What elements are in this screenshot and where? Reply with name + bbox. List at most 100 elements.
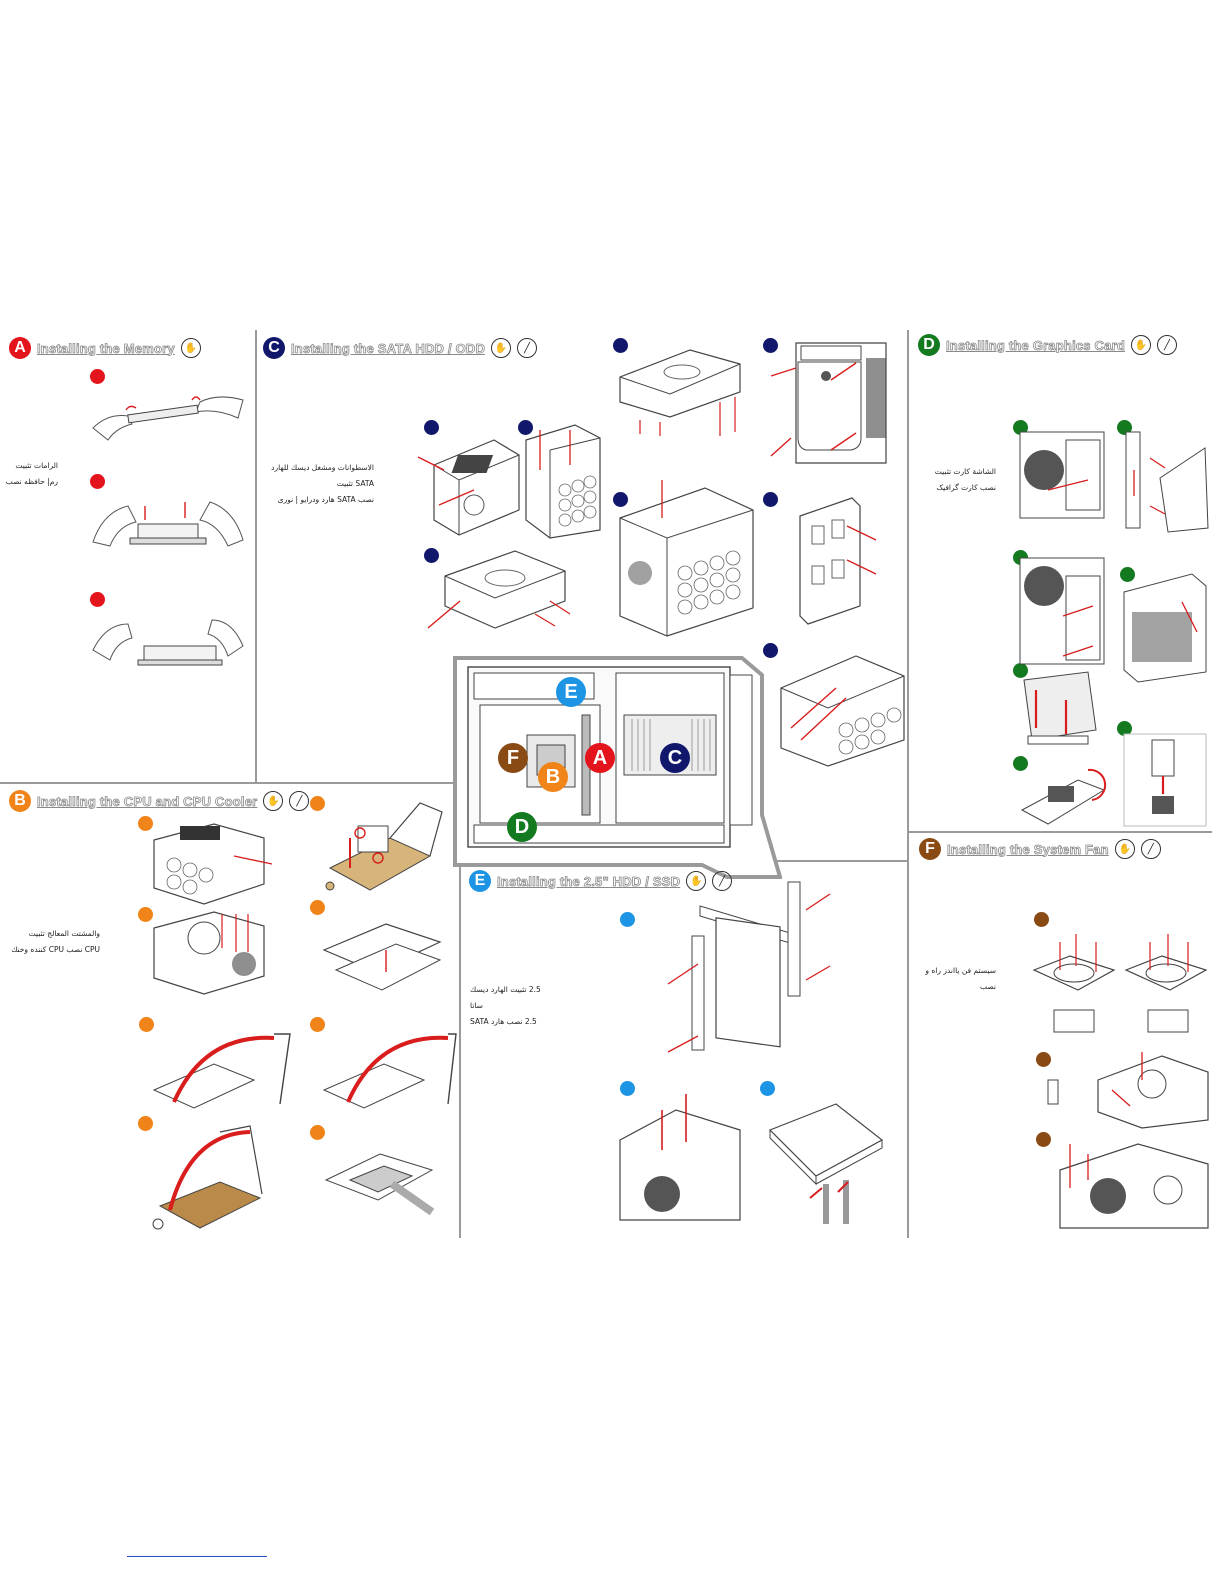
arabic-line: رم| حافظه نصب	[5, 477, 58, 486]
section-d-badge: D	[918, 334, 940, 356]
section-d-arabic: الشاشة كارت تثبيت نصب كارت گرافیک	[914, 464, 996, 496]
arabic-line: 2.5 نصب هارد SATA	[470, 1017, 537, 1026]
step-marker-d7	[1013, 756, 1028, 771]
bracket-screws-illustration	[1125, 431, 1209, 533]
ssd-cable-illustration	[768, 1103, 884, 1224]
hand-tool-icon: ✋	[1114, 839, 1135, 859]
arabic-line: الرامات تثبيت	[15, 461, 58, 470]
cpu-insert-illustration	[152, 1125, 263, 1230]
side-rail-illustration	[799, 497, 877, 625]
footer-link-underline	[127, 1556, 267, 1557]
divider-c-d	[907, 330, 909, 1238]
section-d-title: Installing the Graphics Card	[946, 337, 1126, 353]
cpu-socket-open-illustration	[325, 802, 443, 891]
section-a-title: Installing the Memory	[37, 340, 175, 356]
screwdriver-icon: ╱	[1140, 839, 1161, 859]
step-marker-b3	[138, 907, 153, 922]
hand-tool-icon: ✋	[491, 338, 512, 358]
step-marker-d6	[1117, 721, 1132, 736]
step-marker-c6	[613, 492, 628, 507]
section-e-title: Installing the 2.5" HDD / SSD	[497, 873, 681, 889]
arabic-line: الشاشة كارت تثبيت	[934, 467, 996, 476]
hdd-bracket-illustration	[427, 550, 571, 629]
fan-screw-illustration	[1059, 1143, 1209, 1229]
step-marker-b6	[310, 1017, 325, 1032]
section-b-arabic: والمشتت المعالج تثبيت CPU نصب CPU كننده …	[0, 926, 100, 958]
drive-slide-in-illustration	[780, 655, 905, 767]
step-marker-c5	[763, 338, 778, 353]
case-open-cpu-illustration	[153, 823, 273, 905]
step-marker-c4	[613, 338, 628, 353]
step-marker-c1	[424, 420, 439, 435]
section-d-header: D Installing the Graphics Card ✋ ╱	[918, 334, 1177, 356]
divider-top-ab	[0, 782, 460, 784]
arabic-line: والمشتت المعالج تثبيت	[28, 929, 100, 938]
cooler-mount-illustration	[153, 911, 265, 995]
gpu-insert-illustration	[1023, 671, 1097, 745]
odd-bracket-illustration	[619, 349, 741, 436]
step-marker-c8	[763, 643, 778, 658]
hand-tool-icon: ✋	[180, 338, 201, 358]
section-e-header: E Installing the 2.5" HDD / SSD ✋ ╱	[469, 870, 733, 892]
section-c-title: Installing the SATA HDD / ODD	[291, 340, 486, 356]
screwdriver-icon: ╱	[289, 791, 310, 811]
socket-lever-close-illustration	[322, 1033, 457, 1109]
hand-tool-icon: ✋	[686, 871, 707, 891]
gpu-placement-illustration	[1123, 573, 1207, 683]
step-marker-a2	[90, 474, 105, 489]
section-e-badge: E	[469, 870, 491, 892]
drive-cage-open-illustration	[619, 480, 754, 637]
step-marker-e2	[620, 1081, 635, 1096]
step-marker-b5	[139, 1017, 154, 1032]
pcie-slot-cover-illustration	[1019, 431, 1105, 519]
step-marker-d1	[1013, 420, 1028, 435]
hand-tool-icon: ✋	[263, 791, 284, 811]
overview-label-e: E	[556, 677, 586, 707]
step-marker-d4	[1120, 567, 1135, 582]
step-marker-f3	[1036, 1132, 1051, 1147]
front-panel-illustration	[770, 342, 887, 464]
case-cover-removal-illustration	[417, 439, 520, 536]
screwdriver-icon: ╱	[1156, 335, 1177, 355]
case-screws-illustration	[525, 424, 601, 539]
section-f-title: Installing the System Fan	[947, 841, 1109, 857]
socket-lever-open-illustration	[152, 1033, 291, 1109]
divider-a-c	[255, 330, 257, 782]
screwdriver-icon: ╱	[517, 338, 538, 358]
fan-mount-plate-illustration	[1032, 934, 1208, 1033]
arabic-line: سیستم فن یااندز راه و نصب	[925, 966, 996, 991]
section-e-arabic: 2.5 تثبيت الهارد ديسك ساتا 2.5 نصب هارد …	[470, 982, 550, 1030]
step-marker-f2	[1036, 1052, 1051, 1067]
memory-lock-clips-illustration	[92, 619, 244, 666]
gpu-power-connector-illustration	[1123, 733, 1207, 827]
step-marker-b2	[310, 796, 325, 811]
fan-install-illustration	[1047, 1052, 1209, 1129]
step-marker-b1	[138, 816, 153, 831]
socket-plate-illustration	[322, 923, 442, 991]
pcie-latch-illustration	[1020, 768, 1107, 825]
divider-b-e	[459, 782, 461, 1238]
step-marker-c3	[424, 548, 439, 563]
overview-label-f: F	[498, 743, 528, 773]
step-marker-b7	[138, 1116, 153, 1131]
step-marker-b4	[310, 900, 325, 915]
section-f-header: F Installing the System Fan ✋ ╱	[919, 838, 1161, 860]
divider-e-top	[760, 860, 908, 862]
step-marker-e3	[760, 1081, 775, 1096]
section-c-arabic: الاسطوانات ومشغل ديسك للهارد SATA تثبيت …	[262, 460, 374, 508]
step-marker-b8	[310, 1125, 325, 1140]
hand-tool-icon: ✋	[1130, 335, 1151, 355]
step-marker-d2	[1117, 420, 1132, 435]
section-f-badge: F	[919, 838, 941, 860]
section-a-badge: A	[9, 337, 31, 359]
overview-label-b: B	[538, 762, 568, 792]
ssd-rails-illustration	[667, 881, 831, 1053]
section-a-header: A Installing the Memory ✋	[9, 337, 201, 359]
section-b-title: Installing the CPU and CPU Cooler	[37, 793, 258, 809]
step-marker-e1	[620, 912, 635, 927]
step-marker-c7	[763, 492, 778, 507]
memory-insert-illustration	[92, 501, 244, 547]
arabic-line: CPU نصب CPU كننده وخنك	[11, 945, 100, 954]
arabic-line: الاسطوانات ومشغل ديسك للهارد SATA تثبيت	[271, 463, 374, 488]
bracket-removal-illustration	[1019, 557, 1105, 665]
